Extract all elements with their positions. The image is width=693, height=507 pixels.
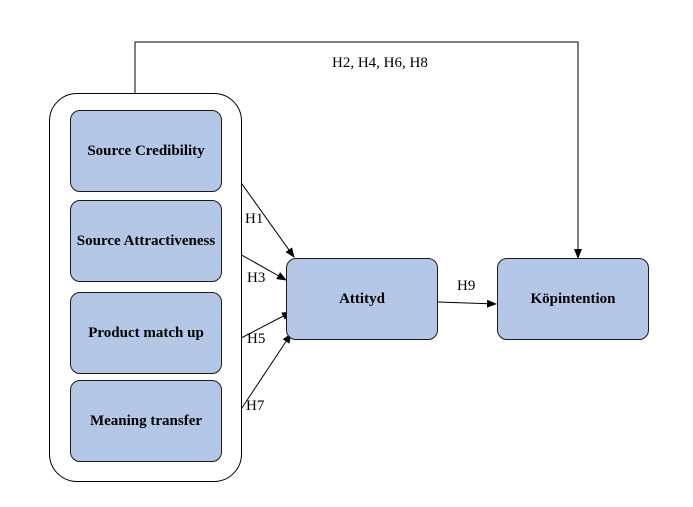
product-match-up-node: Product match up bbox=[70, 292, 222, 374]
source-credibility-node: Source Credibility bbox=[70, 110, 222, 192]
h2-h4-h6-h8-label: H2, H4, H6, H8 bbox=[332, 55, 428, 71]
kopintention-node: Köpintention bbox=[497, 258, 649, 340]
h3-label: H3 bbox=[247, 270, 266, 286]
attityd-label: Attityd bbox=[339, 290, 385, 307]
attityd-node: Attityd bbox=[286, 258, 438, 340]
h9-label: H9 bbox=[457, 278, 476, 294]
h2-h4-h6-h8-arrow bbox=[134, 41, 582, 259]
source-attractiveness-label: Source Attractiveness bbox=[76, 232, 216, 249]
meaning-transfer-label: Meaning transfer bbox=[89, 412, 203, 429]
source-credibility-label: Source Credibility bbox=[87, 142, 205, 159]
product-match-up-label: Product match up bbox=[88, 324, 204, 341]
source-attractiveness-node: Source Attractiveness bbox=[70, 200, 222, 282]
h7-label: H7 bbox=[246, 398, 265, 414]
h9-arrow bbox=[437, 299, 497, 308]
meaning-transfer-node: Meaning transfer bbox=[70, 380, 222, 462]
kopintention-label: Köpintention bbox=[530, 290, 616, 307]
h5-label: H5 bbox=[247, 331, 266, 347]
h1-label: H1 bbox=[245, 211, 264, 227]
